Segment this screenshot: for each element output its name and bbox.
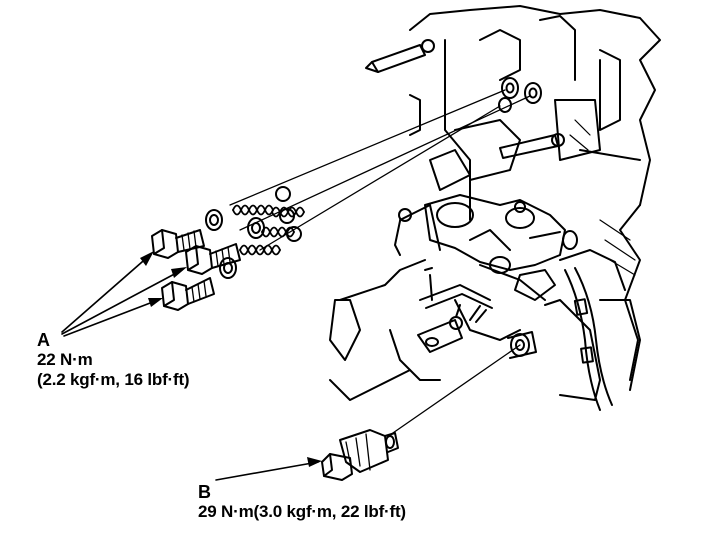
valve-bore-holes [498, 77, 542, 113]
bolt-a-upper [151, 229, 205, 259]
housing-stud [365, 39, 565, 159]
callout-b-label: B 29 N·m(3.0 kgf·m, 22 lbf·ft) [198, 482, 406, 522]
exploded-view-leader-lines [229, 89, 531, 436]
callout-a-arrows [61, 254, 183, 337]
callout-b-arrowhead [307, 457, 322, 467]
springs [232, 204, 305, 256]
callout-a-arrowheads [140, 251, 187, 307]
callout-a-letter: A [37, 330, 50, 350]
bolt-a-lower [161, 277, 215, 311]
callout-a-label: A 22 N·m (2.2 kgf·m, 16 lbf·ft) [37, 330, 190, 390]
pressure-switch-b [321, 429, 399, 481]
switch-mounting-hole [507, 331, 537, 359]
callout-b-arrow [215, 461, 319, 481]
callout-b-torque: 29 N·m(3.0 kgf·m, 22 lbf·ft) [198, 502, 406, 521]
transmission-housing [329, 5, 661, 401]
wire-harness [419, 267, 613, 411]
callout-a-torque-alt: (2.2 kgf·m, 16 lbf·ft) [37, 370, 190, 389]
solenoid-assembly [394, 194, 578, 301]
harness-bracket [417, 304, 487, 353]
bolt-a-middle [185, 243, 241, 275]
callout-a-torque: 22 N·m [37, 350, 93, 369]
callout-b-letter: B [198, 482, 211, 502]
